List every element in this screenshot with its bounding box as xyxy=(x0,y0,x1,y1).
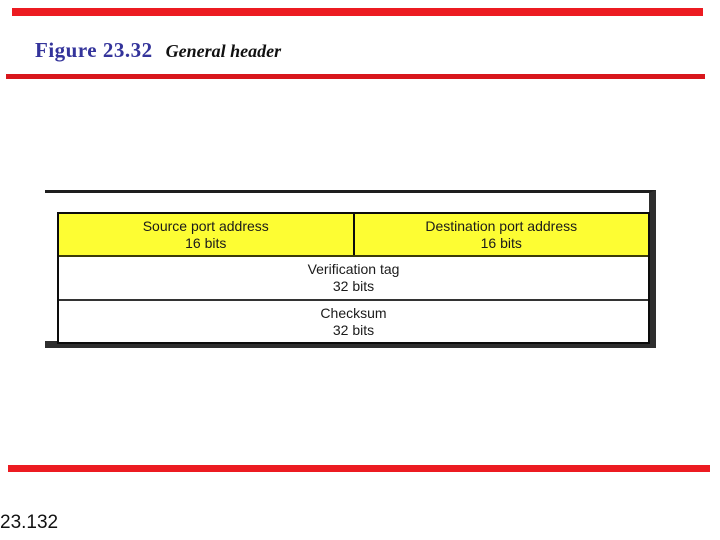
field-size: 32 bits xyxy=(332,321,375,338)
bottom-red-bar xyxy=(8,465,710,472)
title-divider-red-line xyxy=(6,74,705,79)
slide-title: Figure 23.32 General header xyxy=(35,38,281,63)
field-label: Source port address xyxy=(142,217,269,234)
field-label: Destination port address xyxy=(425,217,578,234)
figure-number-label: Figure 23.32 xyxy=(35,38,153,62)
field-destination-port: Destination port address 16 bits xyxy=(355,214,649,255)
slide-page-number: 23.132 xyxy=(0,512,59,533)
general-header-table: Source port address 16 bits Destination … xyxy=(57,212,650,344)
field-checksum: Checksum 32 bits xyxy=(59,301,648,342)
figure-caption: General header xyxy=(165,41,282,61)
field-size: 32 bits xyxy=(332,278,375,294)
table-row-checksum: Checksum 32 bits xyxy=(59,301,648,342)
field-source-port: Source port address 16 bits xyxy=(59,214,355,255)
field-label: Verification tag xyxy=(307,261,400,277)
top-red-bar xyxy=(12,8,703,16)
field-verification-tag: Verification tag 32 bits xyxy=(59,257,648,299)
field-size: 16 bits xyxy=(185,234,227,251)
field-size: 16 bits xyxy=(480,234,522,251)
field-label: Checksum xyxy=(320,304,387,321)
figure-shadow-frame xyxy=(45,190,656,348)
table-row-verification-tag: Verification tag 32 bits xyxy=(59,257,648,301)
table-row-ports: Source port address 16 bits Destination … xyxy=(59,214,648,257)
